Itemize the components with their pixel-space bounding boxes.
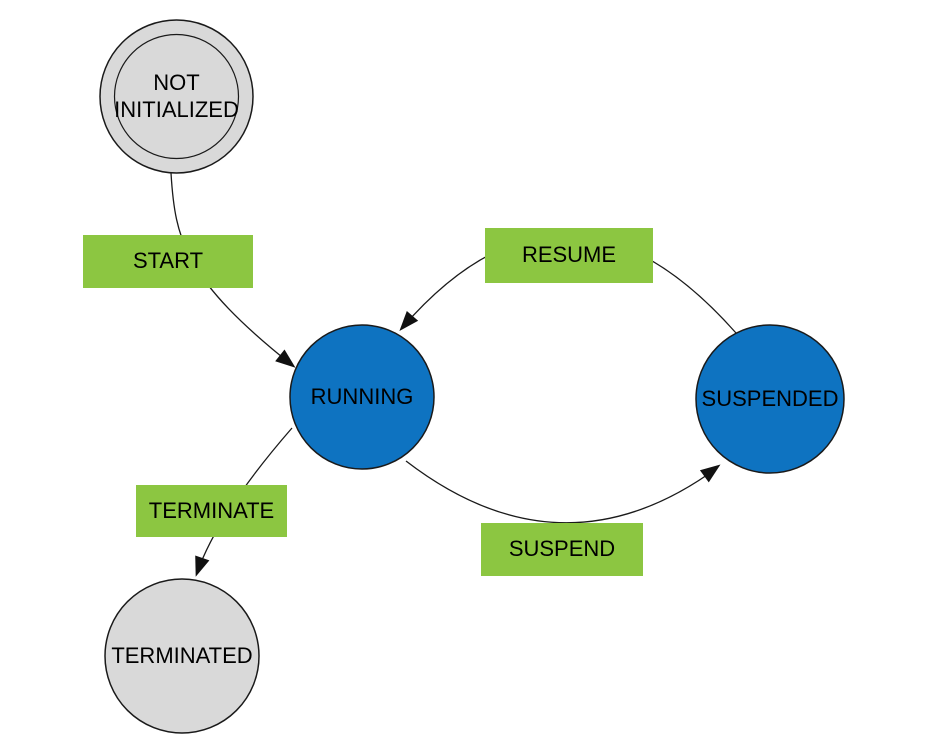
- transition-box-resume: [485, 228, 653, 283]
- arrowhead-into-running-from-start: [275, 349, 296, 368]
- state-not-initialized-circle: [99, 19, 254, 174]
- state-terminated-circle: [104, 578, 260, 734]
- arrowhead-into-running-from-resume: [399, 310, 419, 331]
- transition-box-suspend: [481, 523, 643, 576]
- transition-box-terminate: [136, 485, 287, 537]
- state-nodes: [83, 19, 845, 734]
- state-not-initialized-inner-ring: [113, 33, 240, 160]
- arrowhead-into-suspended-from-suspend: [699, 464, 721, 483]
- transition-box-start: [83, 235, 253, 288]
- arrowhead-into-terminated-from-terminate: [195, 555, 210, 577]
- state-suspended-circle: [695, 324, 845, 474]
- edge-suspend-running-to-suspended: [405, 460, 718, 524]
- arrowheads: [195, 310, 721, 577]
- state-running-circle: [289, 324, 435, 470]
